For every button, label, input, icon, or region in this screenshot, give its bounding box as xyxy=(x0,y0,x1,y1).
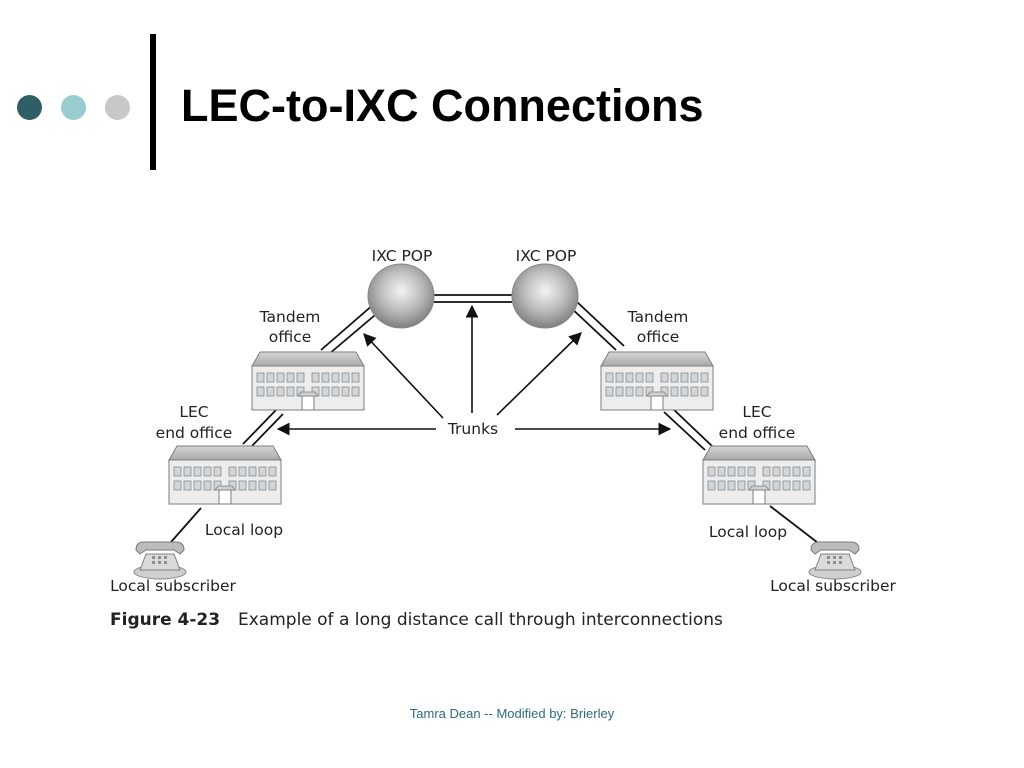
trunks-label: Trunks xyxy=(447,420,498,438)
right-ixc-pop-label: IXC POP xyxy=(516,247,577,265)
right-lec-label-line1: LEC xyxy=(742,403,771,421)
left-telephone-icon xyxy=(133,541,187,580)
right-pop-tandem-line xyxy=(568,300,625,351)
right-lec-building-icon xyxy=(702,445,816,505)
decor-dot-dark xyxy=(17,95,42,120)
right-tandem-lec-line xyxy=(663,406,713,451)
slide-footer: Tamra Dean -- Modified by: Brierley xyxy=(409,706,615,721)
decor-dot-teal xyxy=(61,95,86,120)
left-tandem-lec-line xyxy=(242,409,284,449)
right-tandem-label-line2: office xyxy=(637,328,680,346)
slide-title: LEC-to-IXC Connections xyxy=(181,80,704,131)
trunk-arrows xyxy=(276,304,672,436)
left-lec-label-line2: end office xyxy=(156,424,233,442)
left-tandem-label-line1: Tandem xyxy=(259,308,321,326)
left-local-loop-label: Local loop xyxy=(205,521,283,539)
right-tandem-building-icon xyxy=(600,351,714,411)
figure-caption: Example of a long distance call through … xyxy=(238,610,723,630)
left-lec-label-line1: LEC xyxy=(179,403,208,421)
left-lec-building-icon xyxy=(168,445,282,505)
left-pop-tandem-line xyxy=(320,303,382,355)
left-ixc-pop-label: IXC POP xyxy=(372,247,433,265)
left-ixc-pop-globe-icon xyxy=(367,263,435,329)
right-lec-label-line2: end office xyxy=(719,424,796,442)
right-local-loop-label: Local loop xyxy=(709,523,787,541)
decor-dot-gray xyxy=(105,95,130,120)
right-telephone-icon xyxy=(808,541,862,580)
left-tandem-building-icon xyxy=(251,351,365,411)
right-tandem-label-line1: Tandem xyxy=(627,308,689,326)
left-local-loop-line xyxy=(170,507,202,543)
right-ixc-pop-globe-icon xyxy=(511,263,579,329)
pop-pop-trunk-line xyxy=(433,294,512,303)
right-local-loop-line xyxy=(769,505,823,547)
left-subscriber-label: Local subscriber xyxy=(110,577,236,595)
figure-number: Figure 4-23 xyxy=(110,610,220,630)
right-subscriber-label: Local subscriber xyxy=(770,577,896,595)
title-divider xyxy=(150,34,156,170)
left-tandem-label-line2: office xyxy=(269,328,312,346)
